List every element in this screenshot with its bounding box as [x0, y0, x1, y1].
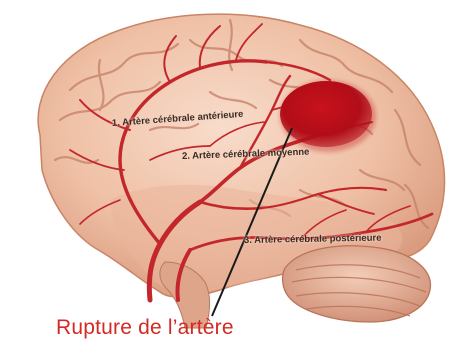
cerebellum	[283, 246, 431, 322]
rupture-caption: Rupture de l’artère	[56, 316, 234, 340]
hemorrhage	[280, 81, 372, 147]
